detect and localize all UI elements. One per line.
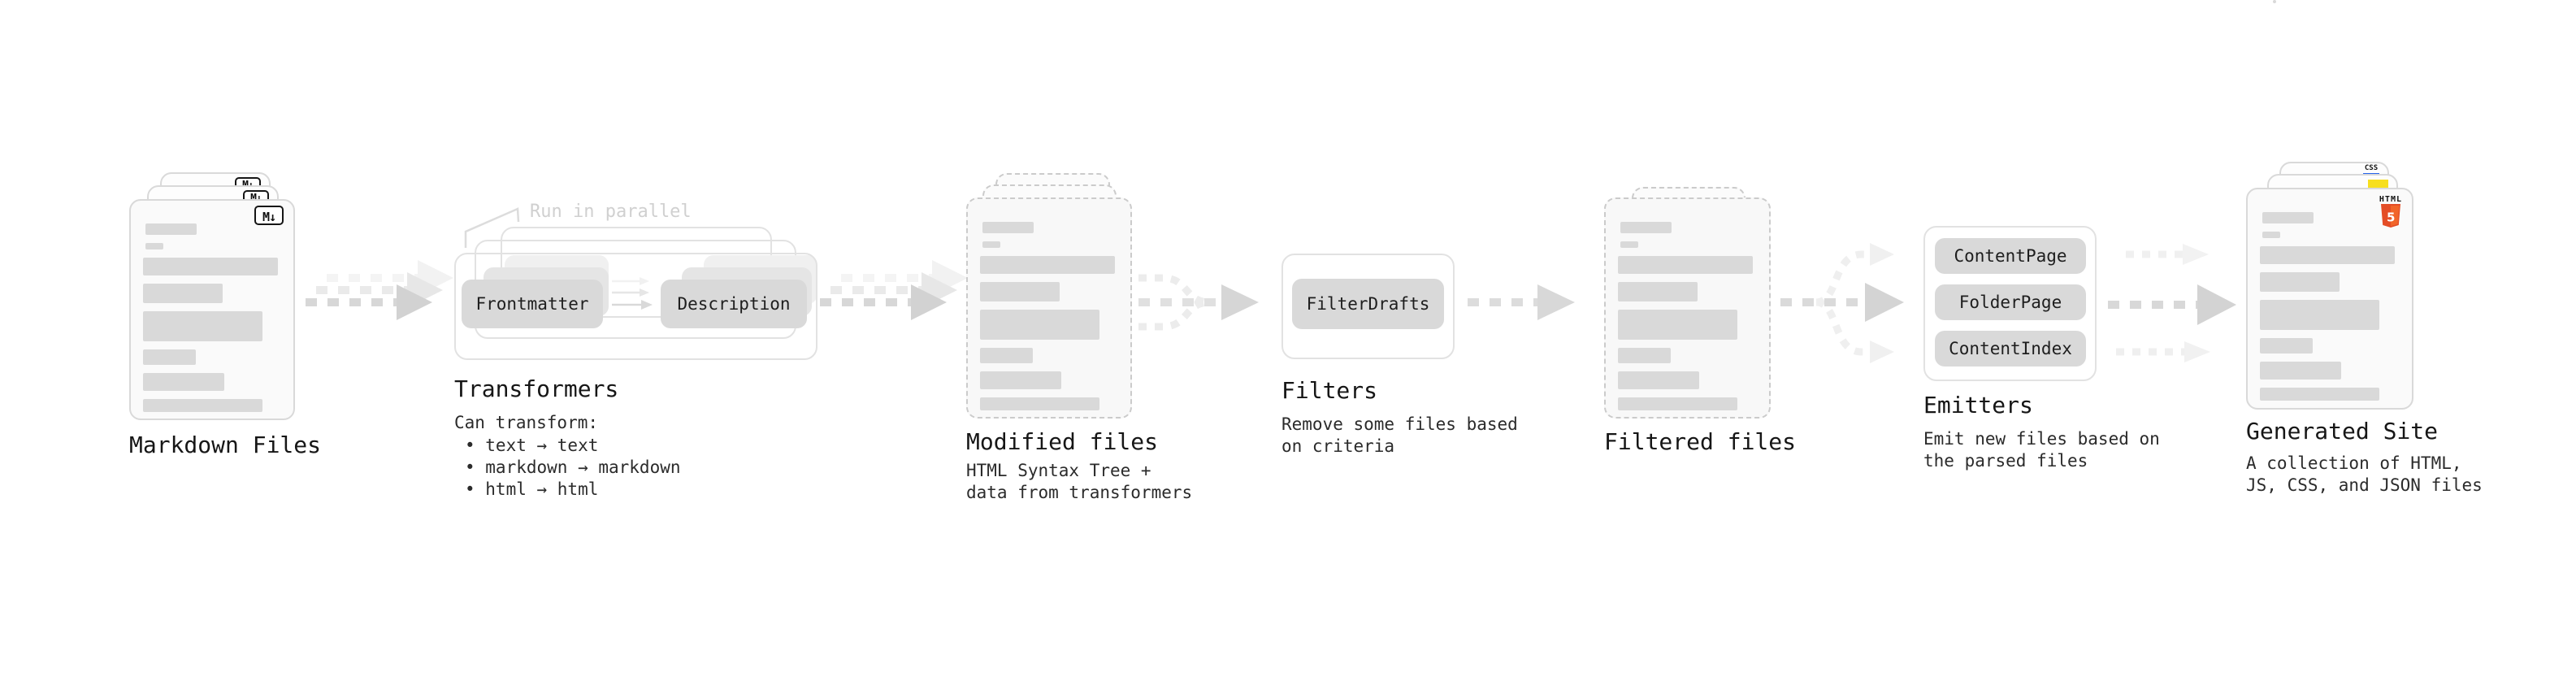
transformers-bullet-list: • text → text • markdown → markdown • ht…	[465, 435, 681, 501]
transformer-description-chip: Description	[661, 280, 807, 328]
markdown-files-title: Markdown Files	[129, 432, 322, 458]
svg-text:5: 5	[2387, 210, 2395, 225]
bullet-item: • markdown → markdown	[465, 458, 681, 477]
doc-skeleton	[2260, 212, 2395, 409]
transformers-title: Transformers	[454, 375, 619, 402]
doc-skeleton	[143, 223, 278, 420]
doc-skeleton	[1618, 222, 1753, 419]
transformer-frontmatter-chip: Frontmatter	[462, 280, 603, 328]
arrow-modified-to-filters	[1138, 274, 1259, 331]
arrow-filtered-to-emitters	[1780, 243, 1904, 363]
emitter-folderpage-chip: FolderPage	[1935, 284, 2086, 320]
bullet-item: • html → html	[465, 479, 599, 499]
modified-files-title: Modified files	[966, 428, 1159, 455]
transformer-box	[454, 253, 817, 360]
filtered-file-card	[1604, 197, 1771, 419]
emitters-title: Emitters	[1923, 392, 2033, 419]
emitters-caption: Emit new files based on the parsed files	[1923, 429, 2160, 471]
file-card	[2273, 0, 2276, 3]
arrow-emitters-to-generated	[2108, 244, 2236, 362]
modified-files-caption: HTML Syntax Tree + data from transformer…	[966, 461, 1193, 502]
filtered-files-title: Filtered files	[1604, 428, 1797, 455]
emitter-contentindex-chip: ContentIndex	[1935, 331, 2086, 367]
arrow-markdown-to-transformers	[306, 260, 453, 320]
bullet-item: • text → text	[465, 436, 599, 455]
emitter-contentpage-chip: ContentPage	[1935, 238, 2086, 274]
generated-site-title: Generated Site	[2246, 418, 2439, 445]
generated-site-caption: A collection of HTML, JS, CSS, and JSON …	[2246, 453, 2483, 495]
markdown-file-card: M↓	[129, 199, 295, 420]
modified-file-card	[966, 197, 1132, 419]
filter-filterdrafts-chip: FilterDrafts	[1292, 279, 1444, 329]
note-leader-line	[464, 207, 520, 248]
run-in-parallel-note: Run in parallel	[530, 202, 692, 222]
generated-site-card: HTML 5	[2246, 188, 2413, 410]
html5-icon: HTML 5	[2379, 195, 2402, 232]
js-icon	[2368, 180, 2388, 189]
markdown-icon: M↓	[254, 206, 284, 225]
transformers-caption-heading: Can transform:	[454, 413, 599, 432]
arrow-filters-to-filtered	[1468, 284, 1575, 320]
arrow-transformers-to-modified	[820, 260, 968, 320]
filters-title: Filters	[1281, 377, 1378, 404]
parallel-mini-arrows	[612, 277, 653, 310]
filters-caption: Remove some files based on criteria	[1281, 414, 1518, 456]
doc-skeleton	[980, 222, 1115, 419]
